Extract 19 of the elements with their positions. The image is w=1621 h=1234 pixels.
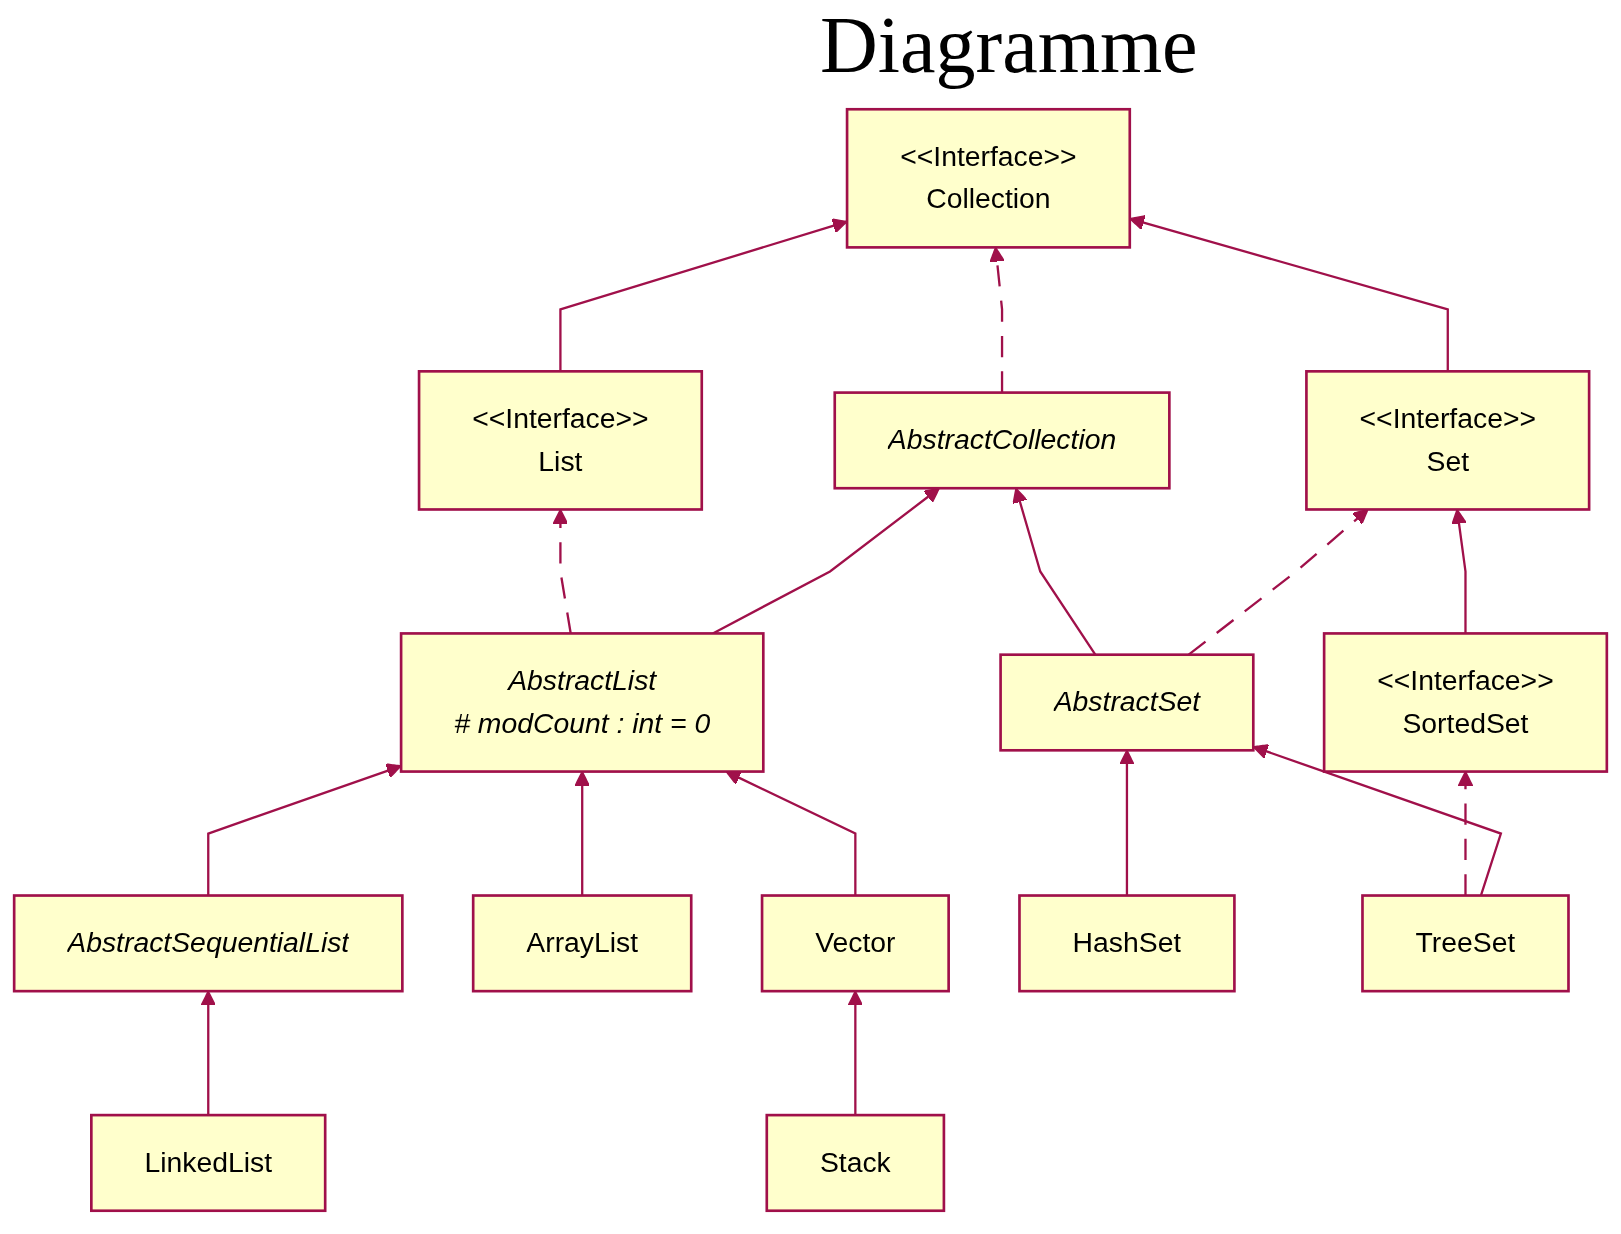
node-box: <<Interface>> List <box>417 370 704 511</box>
node-box: HashSet <box>1018 894 1236 993</box>
node-box: Vector <box>760 894 950 993</box>
node-box: <<Interface>> SortedSet <box>1322 632 1609 773</box>
node-box: AbstractCollection <box>833 391 1171 490</box>
diagram-title: Diagramme <box>820 0 1198 91</box>
node-box: AbstractSequentialList <box>12 894 404 993</box>
arrow <box>207 763 402 896</box>
node-box: TreeSet <box>1361 894 1570 993</box>
node-box: <<Interface>> Set <box>1305 370 1591 511</box>
arrow <box>1252 744 1503 896</box>
arrow <box>559 218 848 372</box>
arrow <box>1129 215 1449 372</box>
node-box: Stack <box>765 1113 946 1213</box>
node-box: AbstractList # modCount : int = 0 <box>399 632 765 773</box>
node-box: <<Interface>> Collection <box>845 107 1132 249</box>
node-box: AbstractSet <box>999 653 1255 752</box>
node-box: ArrayList <box>471 894 693 993</box>
node-box: LinkedList <box>90 1113 327 1213</box>
